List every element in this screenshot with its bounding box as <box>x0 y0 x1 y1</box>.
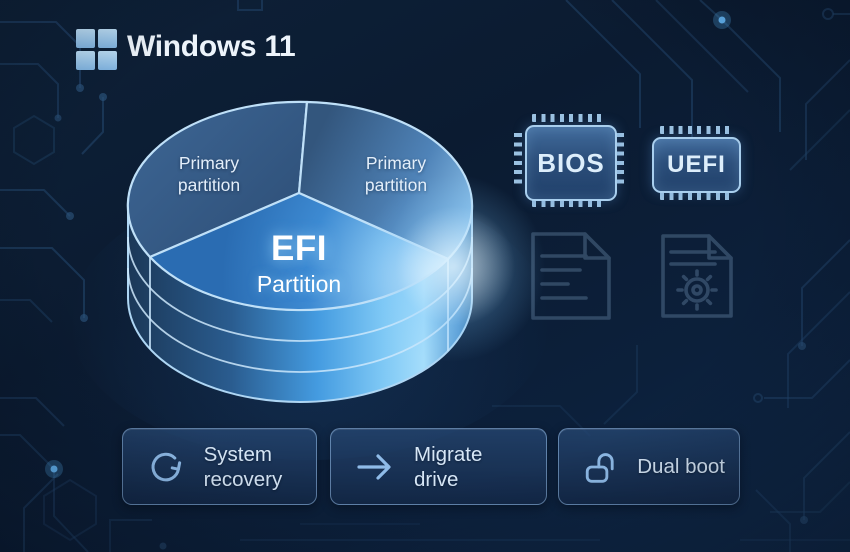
unlock-icon <box>585 452 614 483</box>
chip-pins <box>532 114 606 122</box>
chip-pins <box>660 126 730 134</box>
button-label: System recovery <box>203 442 283 491</box>
dual-boot-button[interactable]: Dual boot <box>558 428 740 505</box>
config-file-icon <box>661 234 733 318</box>
slice-label-efi: EFI Partition <box>256 229 342 297</box>
refresh-icon <box>151 452 182 481</box>
glow-dots <box>45 11 731 478</box>
bios-chip-body: BIOS <box>525 125 617 201</box>
button-label: Migrate drive <box>414 442 483 491</box>
windows-logo-icon <box>76 29 117 70</box>
chip-pins <box>616 133 624 189</box>
button-label: Dual boot <box>637 455 725 478</box>
document-icon <box>531 232 611 320</box>
slice-label-primary-left: Primary partition <box>177 153 241 195</box>
slice-primary-left <box>126 100 309 259</box>
slice-label-primary-right: Primary partition <box>364 153 428 195</box>
arrow-right-icon <box>357 453 391 480</box>
brand-title: Windows 11 <box>127 30 296 63</box>
chip-pins <box>660 192 730 200</box>
uefi-chip-body: UEFI <box>652 137 741 193</box>
chip-pins <box>514 133 522 189</box>
migrate-drive-button[interactable]: Migrate drive <box>330 428 547 505</box>
system-recovery-button[interactable]: System recovery <box>122 428 317 505</box>
chip-pins <box>532 199 606 207</box>
